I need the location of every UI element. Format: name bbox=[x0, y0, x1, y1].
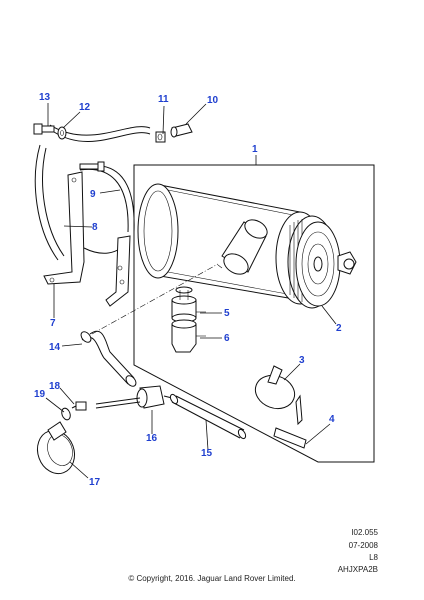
rubber-elbows bbox=[171, 286, 206, 353]
filter-element bbox=[275, 211, 357, 309]
callout-12: 12 bbox=[79, 102, 91, 113]
callout-14: 14 bbox=[49, 342, 61, 353]
callout-15: 15 bbox=[201, 448, 213, 459]
copyright-notice: © Copyright, 2016. Jaguar Land Rover Lim… bbox=[128, 574, 296, 583]
callout-2: 2 bbox=[336, 323, 342, 334]
callout-6: 6 bbox=[224, 333, 230, 344]
mounting-brackets bbox=[33, 123, 151, 307]
fasteners-18-19 bbox=[61, 401, 87, 421]
part-code: AHJXPA2B bbox=[337, 565, 378, 574]
ref-number: I02.055 bbox=[351, 528, 378, 537]
hose-15 bbox=[169, 393, 247, 440]
air-cleaner-body bbox=[137, 183, 301, 301]
callout-3: 3 bbox=[299, 355, 305, 366]
hose-14 bbox=[80, 330, 137, 387]
leader-lines bbox=[45, 103, 337, 479]
dust-valve bbox=[254, 365, 307, 449]
callout-4: 4 bbox=[329, 414, 335, 425]
sensor-parts bbox=[155, 123, 193, 143]
clamp-17 bbox=[36, 421, 76, 475]
callout-1: 1 bbox=[252, 144, 258, 155]
callouts: 1 2 3 4 5 6 7 8 9 10 11 12 13 14 15 16 1… bbox=[34, 92, 342, 488]
part-1-frame bbox=[133, 164, 375, 463]
model-code: L8 bbox=[369, 553, 378, 562]
callout-10: 10 bbox=[207, 95, 219, 106]
callout-5: 5 bbox=[224, 308, 230, 319]
callout-11: 11 bbox=[158, 94, 169, 105]
date-code: 07-2008 bbox=[348, 541, 378, 550]
callout-8: 8 bbox=[92, 222, 98, 233]
callout-18: 18 bbox=[49, 381, 61, 392]
callout-16: 16 bbox=[146, 433, 158, 444]
callout-17: 17 bbox=[89, 477, 101, 488]
callout-7: 7 bbox=[50, 318, 56, 329]
callout-19: 19 bbox=[34, 389, 46, 400]
callout-9: 9 bbox=[90, 189, 96, 200]
centre-line bbox=[91, 263, 219, 335]
valve-16 bbox=[95, 385, 173, 409]
callout-13: 13 bbox=[39, 92, 51, 103]
